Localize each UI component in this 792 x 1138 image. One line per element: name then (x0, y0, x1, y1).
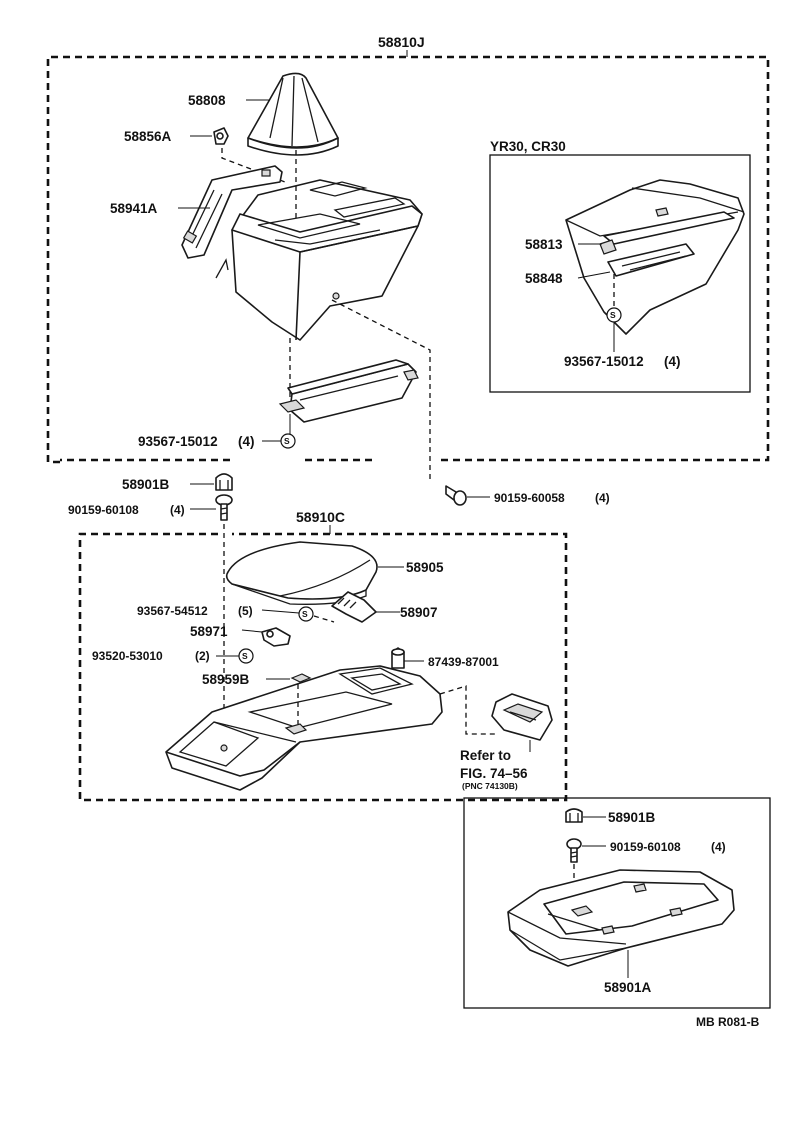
cushion-clip-left (215, 473, 233, 491)
variant-frame (489, 154, 751, 393)
drawing-code: MB R081-B (696, 1015, 760, 1029)
lower-assembly-number: 58910C (296, 509, 345, 525)
lid-screw-leader (261, 609, 300, 614)
hinge-number: 58907 (400, 605, 438, 620)
tray-screw-qty: (4) (238, 434, 255, 449)
lid-screw-guide (313, 615, 335, 623)
striker-screw-symbol-text: S (242, 651, 248, 661)
console-pad (290, 673, 312, 683)
lower-assembly-frame (78, 532, 568, 802)
lid-screw-qty: (5) (238, 604, 253, 618)
upper-console-body (215, 179, 423, 341)
variant-title: YR30, CR30 (490, 139, 566, 154)
armrest-lid-number: 58905 (406, 560, 444, 575)
armrest-lid (225, 541, 378, 605)
var-screw-number: 93567-15012 (564, 354, 644, 369)
lid-screw-symbol (298, 606, 314, 622)
refer-guide (439, 685, 496, 735)
lid-screw-symbol-text: S (302, 609, 308, 619)
striker-leader (241, 629, 263, 633)
bolt-left (215, 494, 233, 521)
refer-line-1: Refer to (460, 748, 511, 763)
refer-line-3: (PNC 74130B) (462, 781, 518, 791)
var-part-2-number: 58848 (525, 271, 563, 286)
inset-bolt-qty: (4) (711, 840, 726, 854)
var-part-2-leader (577, 271, 611, 279)
console-bracket (181, 165, 283, 259)
tray-screw-number: 93567-15012 (138, 434, 218, 449)
inset-console-tray (507, 869, 735, 967)
bolt-right (445, 485, 467, 506)
refer-line-2: FIG. 74–56 (460, 766, 528, 781)
bolt-left-number: 90159-60108 (68, 503, 139, 517)
lid-striker (261, 627, 291, 647)
var-screw-qty: (4) (664, 354, 681, 369)
bolt-right-number: 90159-60058 (494, 491, 565, 505)
console-lock (391, 647, 405, 669)
shift-boot-number: 58808 (188, 93, 226, 108)
upper-assembly-number: 58810J (378, 34, 425, 50)
clip-a-number: 58856A (124, 129, 172, 144)
inset-bolt (566, 838, 582, 863)
tray-guide-right (331, 299, 431, 480)
bolt-right-qty: (4) (595, 491, 610, 505)
clip-a (213, 127, 229, 145)
lower-console-body (165, 665, 443, 791)
lock-number: 87439-87001 (428, 655, 499, 669)
striker-screw-number: 93520-53010 (92, 649, 163, 663)
lid-screw-number: 93567-54512 (137, 604, 208, 618)
bracket-number: 58941A (110, 201, 158, 216)
tray-screw-symbol-text: S (284, 436, 290, 446)
pad-number: 58959B (202, 672, 250, 687)
inset-cushion-clip (565, 808, 583, 823)
upper-assembly-frame (46, 55, 770, 464)
cushion-clip-left-number: 58901B (122, 477, 170, 492)
inset-frame (463, 797, 771, 1009)
inset-clip-number: 58901B (608, 810, 656, 825)
var-screw-symbol-text: S (610, 310, 616, 320)
shift-boot (247, 72, 339, 156)
variant-console (565, 179, 745, 335)
inset-tray-number: 58901A (604, 980, 652, 995)
var-part-1-number: 58813 (525, 237, 563, 252)
inset-bolt-number: 90159-60108 (610, 840, 681, 854)
bolt-left-qty: (4) (170, 503, 185, 517)
striker-number: 58971 (190, 624, 228, 639)
referenced-part (491, 693, 553, 741)
small-tray (278, 359, 419, 423)
striker-screw-qty: (2) (195, 649, 210, 663)
